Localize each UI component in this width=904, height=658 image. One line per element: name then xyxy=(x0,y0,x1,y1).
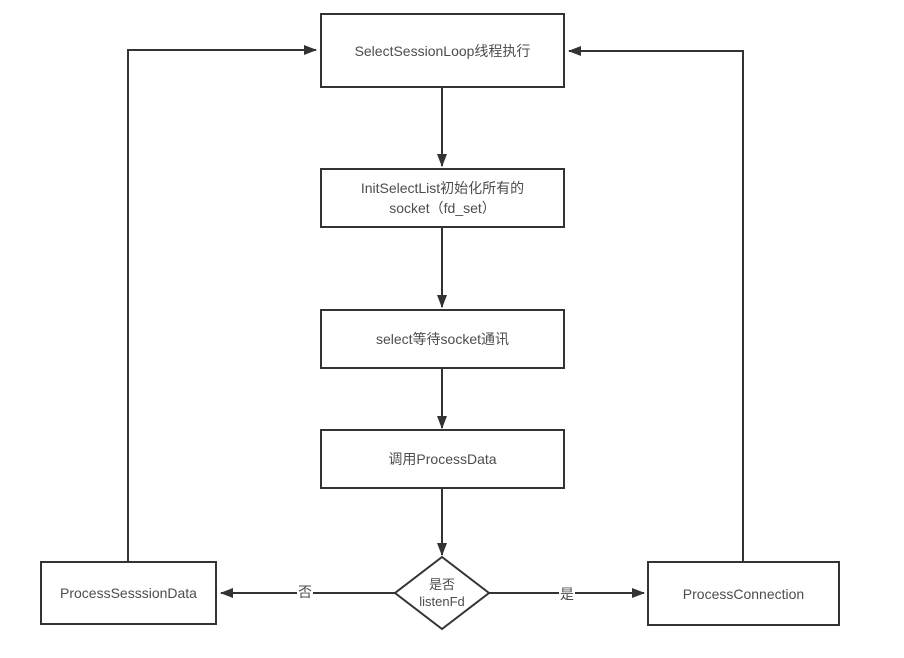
edge-session-loopback xyxy=(127,45,317,561)
edge-connection-loopback xyxy=(568,46,744,561)
decision-label-line1: 是否 xyxy=(428,577,455,592)
node-label: select等待socket通讯 xyxy=(375,331,510,347)
node-label-line2: socket（fd_set） xyxy=(389,200,496,216)
node-label: ProcessSesssionData xyxy=(60,585,197,601)
decision-diamond-shape xyxy=(393,555,491,631)
node-init-select-list: InitSelectList初始化所有的 socket（fd_set） xyxy=(320,168,565,228)
node-process-session-data: ProcessSesssionData xyxy=(40,561,217,625)
node-process-connection: ProcessConnection xyxy=(647,561,840,626)
node-label-line1: InitSelectList初始化所有的 xyxy=(360,180,525,196)
node-select-session-loop: SelectSessionLoop线程执行 xyxy=(320,13,565,88)
node-label: ProcessConnection xyxy=(682,585,805,602)
node-label: 调用ProcessData xyxy=(388,451,497,467)
decision-label-line2: listenFd xyxy=(419,594,465,609)
edge-label-yes: 是 xyxy=(559,586,575,602)
edge-label-no: 否 xyxy=(297,584,313,600)
node-decision-listenfd: 是否 listenFd xyxy=(395,557,489,629)
node-label: SelectSessionLoop线程执行 xyxy=(354,42,531,59)
node-select-wait: select等待socket通讯 xyxy=(320,309,565,369)
node-call-process-data: 调用ProcessData xyxy=(320,429,565,489)
